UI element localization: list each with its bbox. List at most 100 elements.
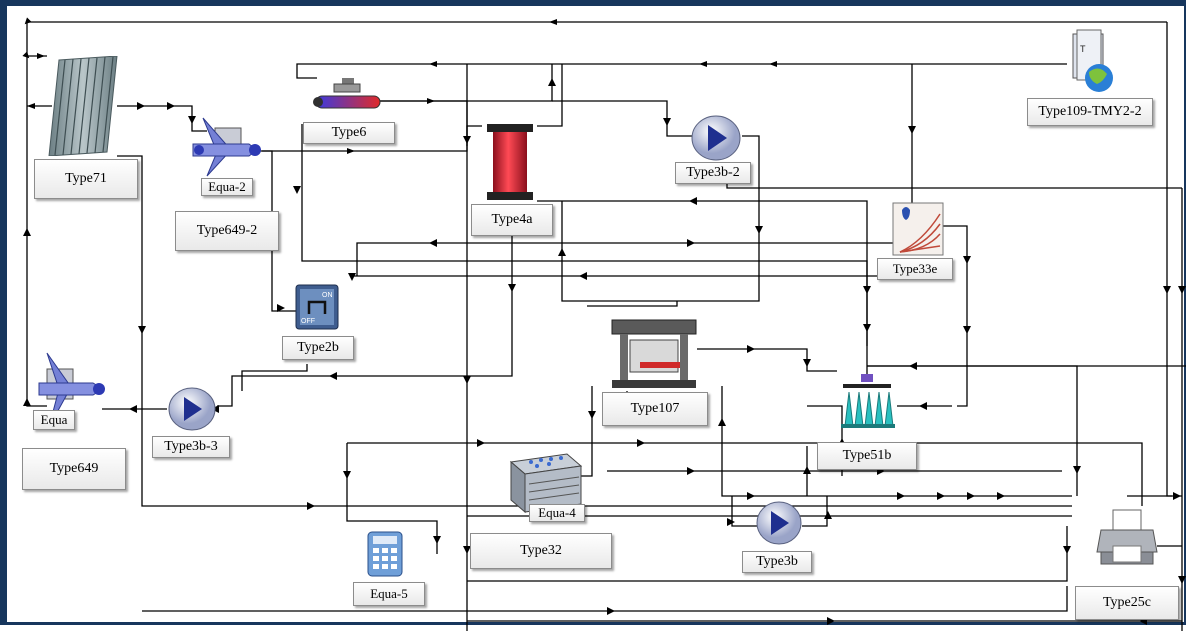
component-label-type107[interactable]: Type107 [602,392,708,426]
svg-text:ON: ON [322,292,333,299]
auxiliary-heater-icon[interactable] [312,76,384,118]
component-label-equa-5[interactable]: Equa-5 [353,582,425,606]
component-label-type32[interactable]: Type32 [470,533,612,569]
component-label-type33e[interactable]: Type33e [877,258,953,280]
component-label-equa-4[interactable]: Equa-4 [529,504,585,522]
on-off-controller-icon[interactable]: ON OFF [295,284,339,330]
wire [241,364,308,391]
wire [697,348,837,372]
wire [802,496,828,527]
wire-arrow [188,116,196,124]
wire-arrow [1178,286,1186,294]
component-label-type3b-3[interactable]: Type3b-3 [152,436,230,458]
pump-icon[interactable] [167,386,217,432]
wire [561,135,760,302]
wire [377,64,553,102]
component-label-type109-tmy2-2[interactable]: Type109-TMY2-2 [1027,98,1153,126]
wire-arrow [1178,576,1186,584]
absorption-chiller-icon[interactable] [610,318,698,390]
wire-arrow [329,372,337,380]
wire-arrow [1163,286,1171,294]
wire-arrow [427,98,435,104]
pump-icon[interactable] [690,114,742,162]
wire-arrow [908,126,916,134]
wire-arrow [699,61,707,67]
cooling-tower-icon[interactable] [835,372,899,428]
wire-arrow [293,186,301,194]
wire-arrow [897,492,905,500]
svg-text:OFF: OFF [301,318,315,325]
wire-arrow [23,398,31,406]
wire [301,124,868,376]
flow-mixer-icon[interactable] [37,351,107,431]
wire-arrow [963,326,971,334]
component-label-type3b-2[interactable]: Type3b-2 [675,162,751,184]
component-label-type649[interactable]: Type649 [22,448,126,490]
wire [587,301,678,307]
weather-data-reader-icon[interactable]: T [1067,28,1115,98]
wire [347,442,1143,506]
wire-arrow [138,326,146,334]
component-label-type25c[interactable]: Type25c [1075,586,1179,620]
wire-arrow [1173,492,1181,500]
wire-arrow [548,78,556,86]
wire-arrow [579,272,587,280]
wire-arrow [689,197,697,205]
wire-arrow [863,286,871,294]
flow-mixer-icon[interactable] [187,114,267,184]
wire [296,63,1067,79]
wire-arrow [348,273,356,281]
component-label-type51b[interactable]: Type51b [817,442,917,470]
component-label-type71[interactable]: Type71 [34,159,138,199]
wire-arrow [558,248,566,256]
wire-arrow [477,439,485,447]
calculator-icon[interactable] [367,531,403,577]
wire-arrow [433,536,441,544]
wire-arrow [687,239,695,247]
wire-arrow [588,411,596,419]
wire-arrow [909,362,917,370]
wire-arrow [429,61,437,67]
wire-arrow [137,102,145,110]
component-label-type649-2[interactable]: Type649-2 [175,211,279,251]
wire-arrow [549,19,557,25]
wire [142,586,1068,612]
wire-arrow [747,345,755,353]
component-label-type2b[interactable]: Type2b [282,336,354,360]
wire [1166,22,1172,497]
wire-arrow [508,284,516,292]
wire-arrow [769,61,777,67]
wire-arrow [824,511,832,519]
wire-arrow [129,405,137,413]
solar-collector-icon[interactable] [47,55,119,157]
wire-arrow [937,492,945,500]
storage-tank-icon[interactable] [485,122,535,202]
wire-arrow [863,324,871,332]
wire-arrow [463,376,471,384]
wire-arrow [27,103,35,109]
component-label-type6[interactable]: Type6 [303,122,395,144]
component-label-type4a[interactable]: Type4a [471,204,553,236]
wire-arrow [347,148,355,154]
wire [552,100,692,137]
wire-arrow [37,53,45,59]
wire-arrow [967,492,975,500]
wire-arrow [277,304,285,312]
wire-arrow [343,471,351,479]
component-label-equa-2[interactable]: Equa-2 [201,178,253,196]
wire [726,181,1182,189]
component-label-equa[interactable]: Equa [33,410,75,430]
wire [467,526,1068,582]
wire-arrow [718,418,726,426]
component-label-type3b[interactable]: Type3b [742,551,812,573]
cooling-coil-icon[interactable] [507,452,585,516]
wire-arrow [463,136,471,144]
printer-icon[interactable] [1095,506,1159,568]
wire-arrow [997,492,1005,500]
wire-arrow [919,402,927,410]
psychrometrics-icon[interactable] [892,202,944,256]
pump-icon[interactable] [755,500,803,546]
wire-arrow [167,102,175,110]
wire [217,236,513,407]
